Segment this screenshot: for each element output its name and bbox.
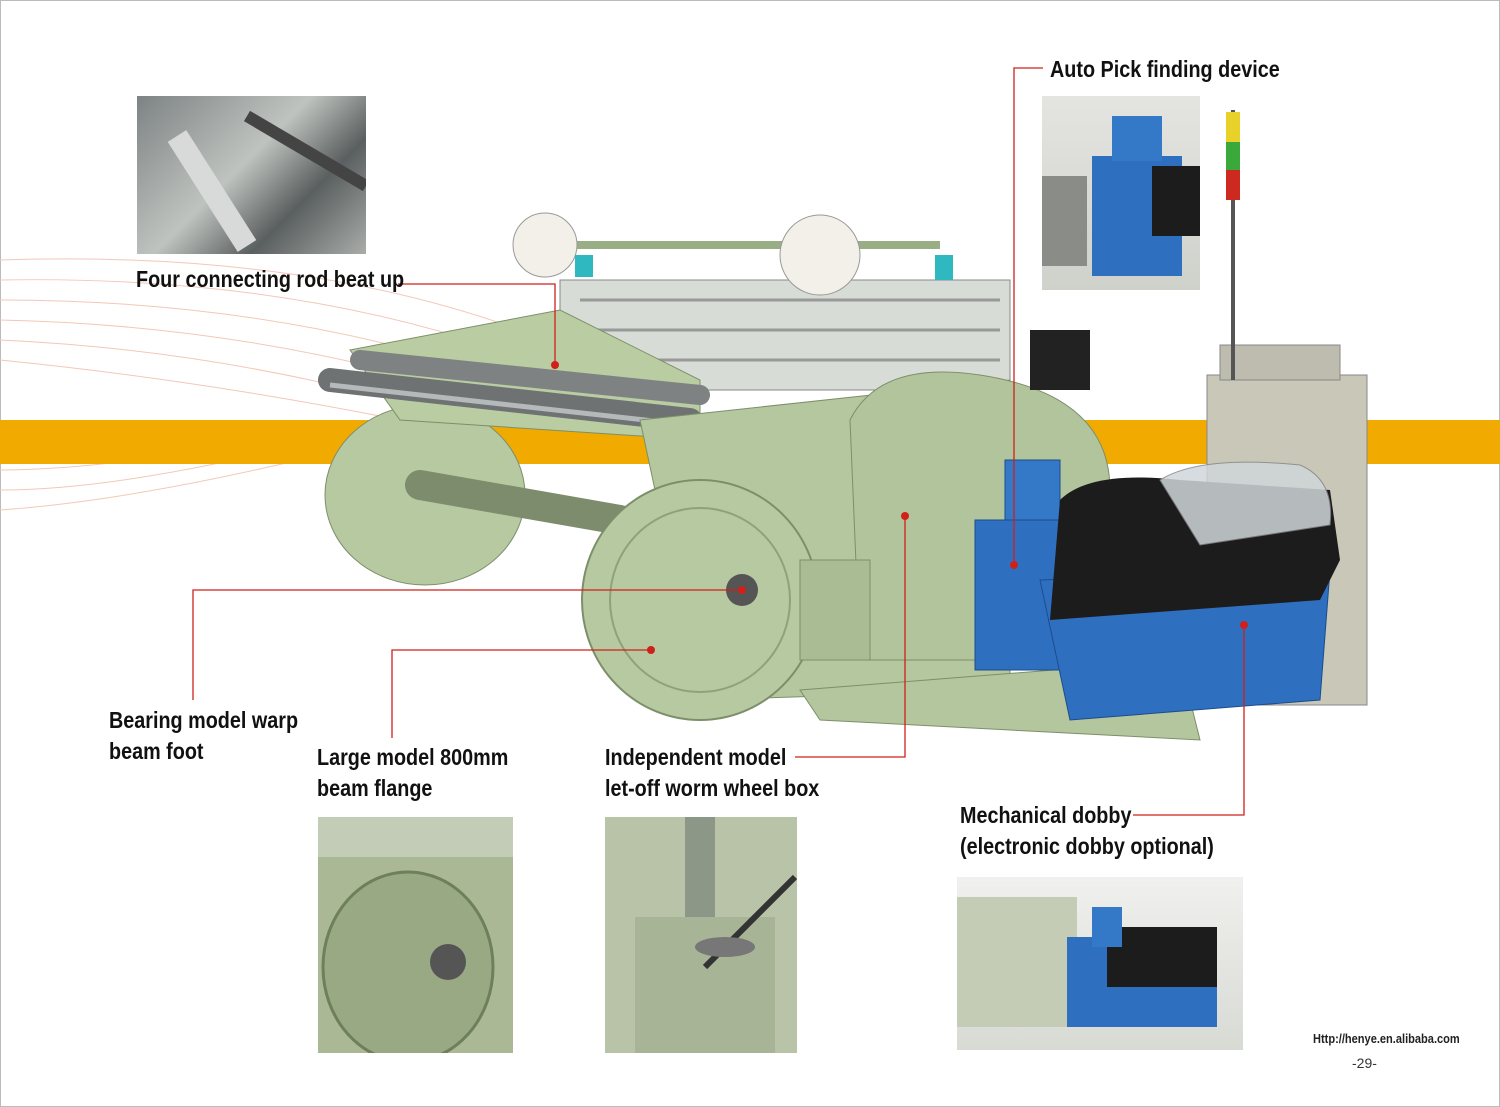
label-four-connecting-rod: Four connecting rod beat up xyxy=(136,264,404,295)
label-bearing-warp-beam-foot: Bearing model warp beam foot xyxy=(109,705,298,767)
label-text: Bearing model warp xyxy=(109,707,299,733)
let-off-worm-wheel-box-photo xyxy=(605,817,797,1053)
label-text: (electronic dobby optional) xyxy=(960,833,1214,859)
label-text: Four connecting rod beat up xyxy=(136,266,405,292)
label-text: beam foot xyxy=(109,738,204,764)
footer-url: Http://henye.en.alibaba.com xyxy=(1313,1031,1460,1046)
label-text: beam flange xyxy=(317,775,433,801)
beat-up-photo xyxy=(137,96,366,254)
beam-flange-photo xyxy=(318,817,513,1053)
label-text: Large model 800mm xyxy=(317,744,509,770)
mechanical-dobby-photo xyxy=(957,877,1243,1050)
label-text: let-off worm wheel box xyxy=(605,775,820,801)
label-text: Auto Pick finding device xyxy=(1050,56,1280,82)
auto-pick-device-photo xyxy=(1042,96,1200,290)
label-let-off-worm-wheel-box: Independent model let-off worm wheel box xyxy=(605,742,819,804)
label-auto-pick: Auto Pick finding device xyxy=(1050,54,1280,85)
label-mechanical-dobby: Mechanical dobby (electronic dobby optio… xyxy=(960,800,1214,862)
label-text: Independent model xyxy=(605,744,787,770)
label-beam-flange: Large model 800mm beam flange xyxy=(317,742,508,804)
label-text: Mechanical dobby xyxy=(960,802,1132,828)
page-number: -29- xyxy=(1352,1055,1377,1071)
